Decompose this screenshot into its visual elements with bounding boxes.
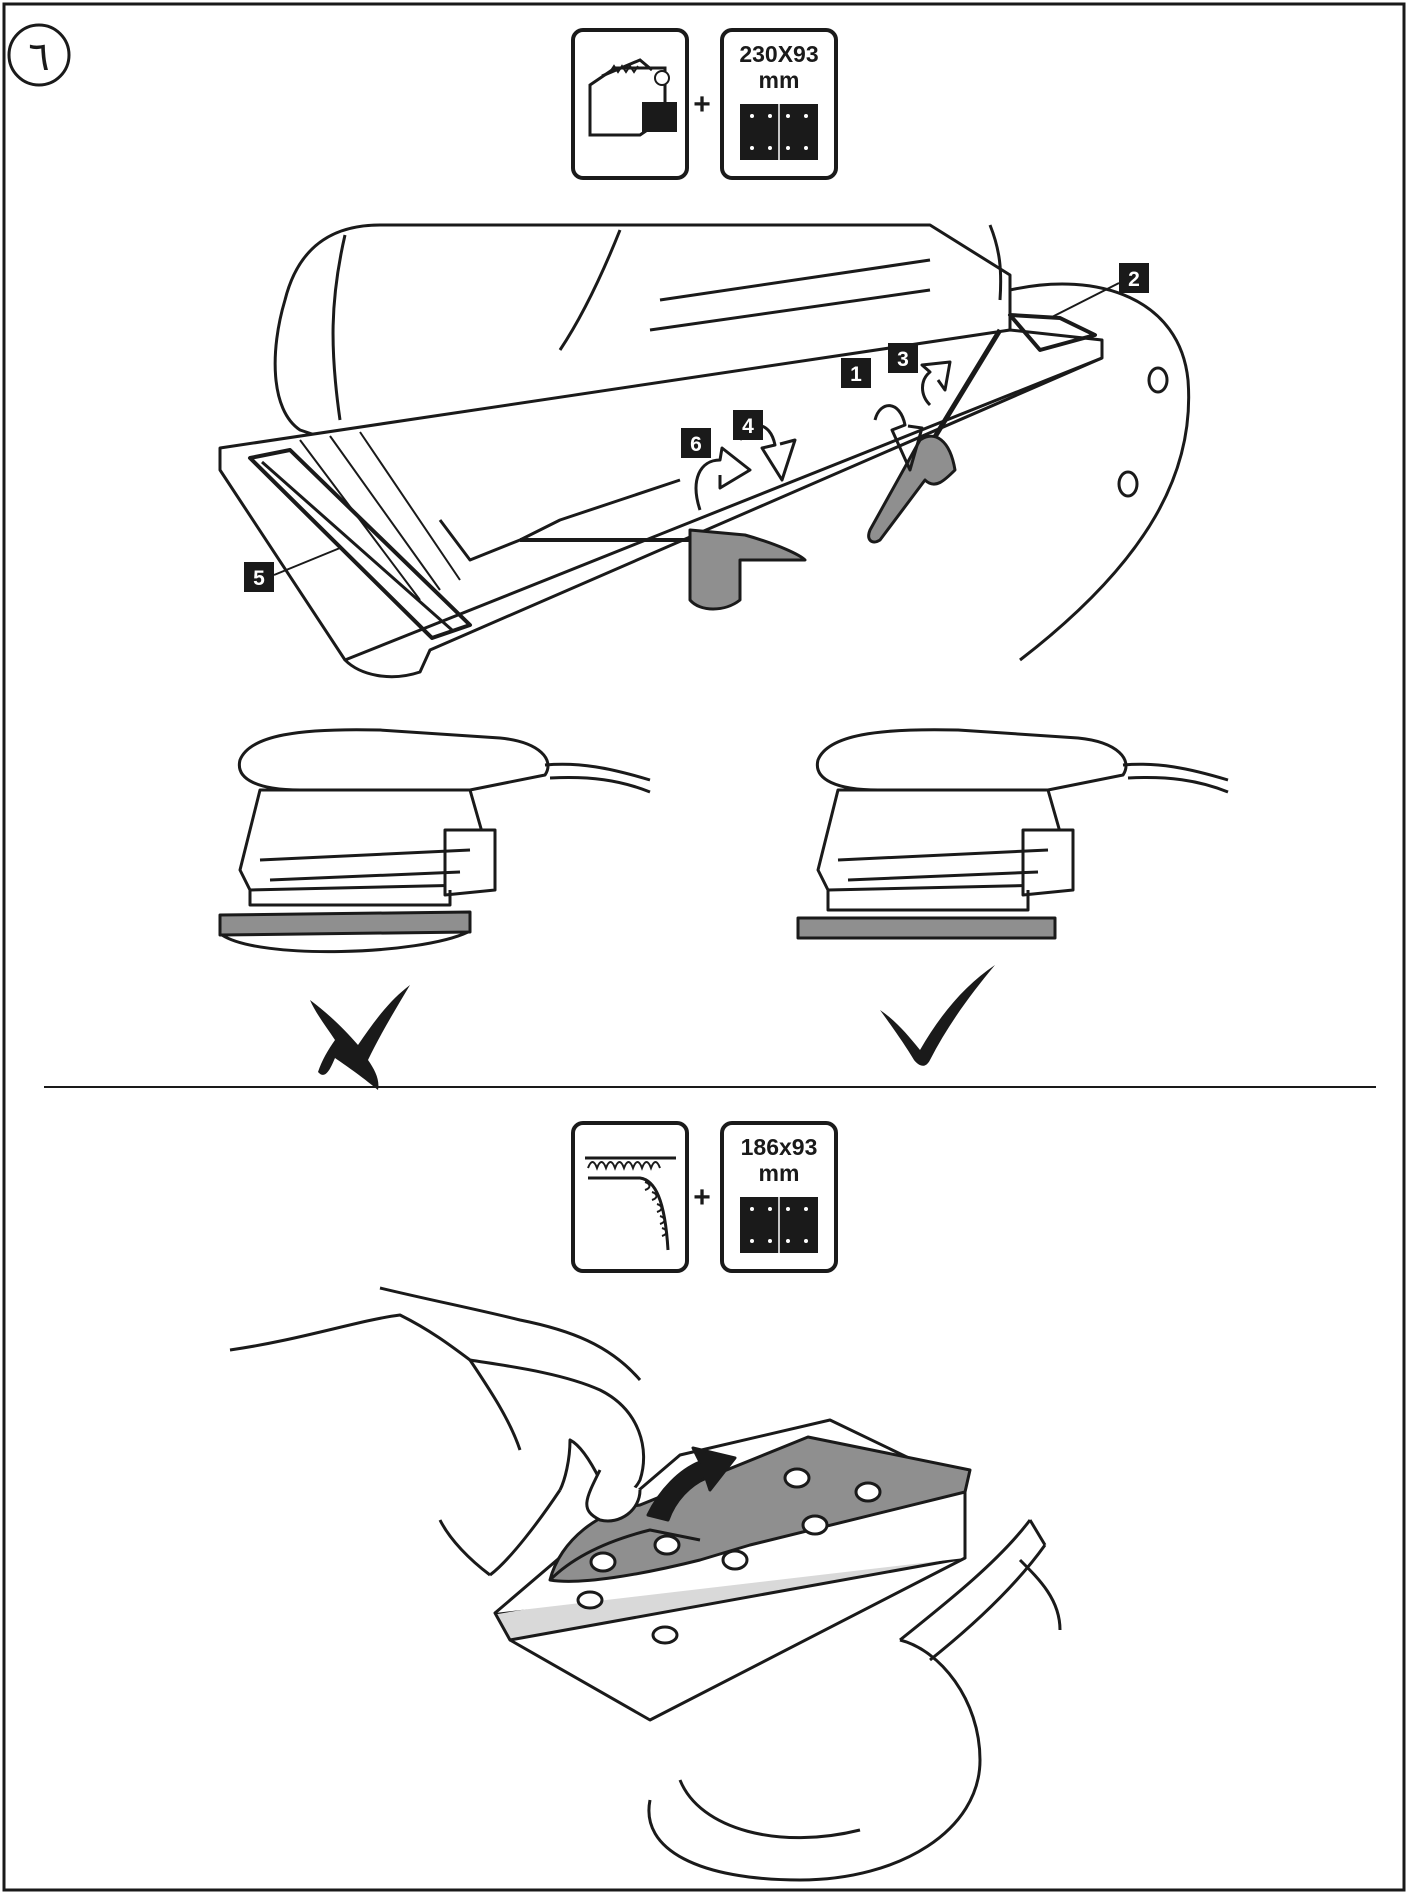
callout-6: 6	[681, 428, 711, 458]
sheet-size-card-top: 230X93 mm	[720, 28, 838, 180]
step-number-badge: ٦	[7, 23, 71, 87]
top-size-line2: mm	[759, 67, 800, 93]
sander-correct-fitting	[796, 728, 1229, 940]
top-accessory-icons: + 230X93 mm	[571, 28, 838, 180]
cross-mark-icon	[310, 985, 410, 1090]
svg-text:5: 5	[253, 567, 265, 590]
sander-wrong-fitting	[218, 728, 651, 954]
top-plus-sign: +	[693, 88, 711, 121]
bottom-plus-sign: +	[693, 1181, 711, 1214]
callout-2: 2	[1119, 263, 1149, 293]
hook-and-loop-icon	[571, 1121, 689, 1273]
step-number: ٦	[28, 34, 49, 80]
callout-1: 1	[841, 358, 871, 388]
callout-3: 3	[888, 343, 918, 373]
svg-text:6: 6	[690, 433, 702, 456]
callout-labels: 1 2 3 4 5 6	[244, 263, 1149, 592]
hook-loop-sheet-illustration	[229, 1286, 1062, 1882]
svg-text:3: 3	[897, 348, 909, 371]
check-mark-icon	[880, 965, 995, 1066]
svg-text:1: 1	[850, 363, 862, 386]
bottom-size-line1: 186x93	[741, 1134, 818, 1160]
clamp-sheet-icon	[571, 28, 689, 180]
bottom-accessory-icons: + 186x93 mm	[571, 1121, 838, 1273]
svg-text:4: 4	[742, 415, 754, 438]
top-size-line1: 230X93	[739, 41, 818, 67]
sheet-size-card-bottom: 186x93 mm	[720, 1121, 838, 1273]
bottom-size-line2: mm	[759, 1160, 800, 1186]
sander-clamp-illustration	[218, 223, 1191, 679]
callout-5: 5	[244, 562, 274, 592]
svg-text:2: 2	[1128, 268, 1140, 291]
callout-4: 4	[733, 410, 763, 440]
